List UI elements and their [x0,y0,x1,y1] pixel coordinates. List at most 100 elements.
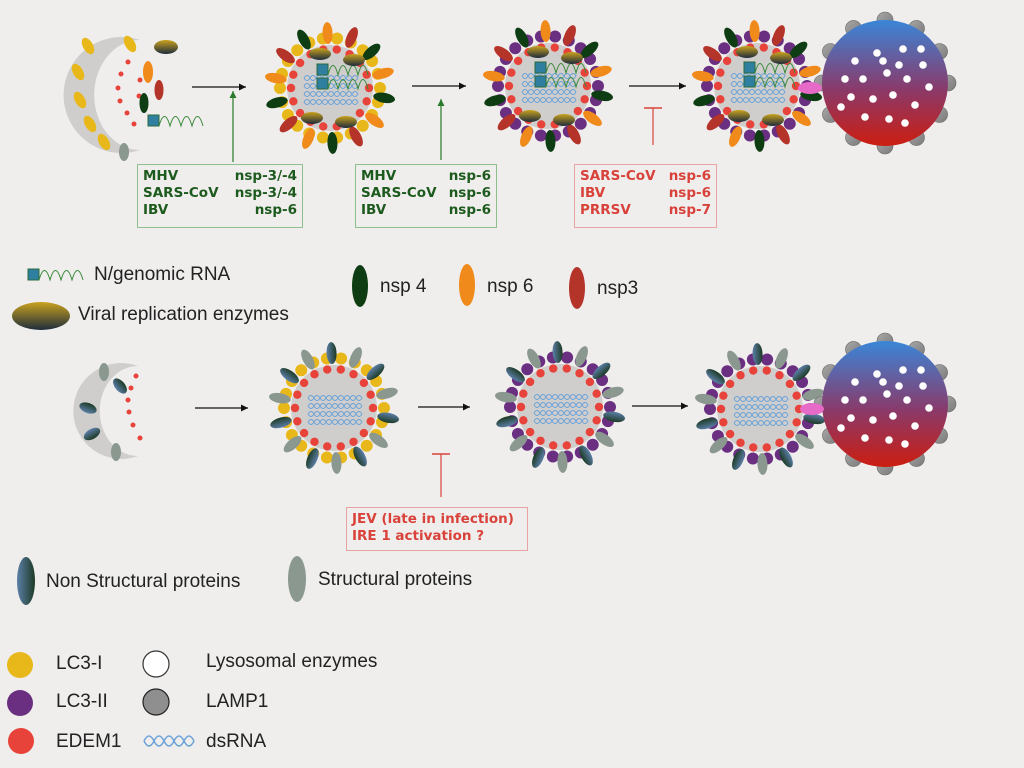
lc3-i-dot [97,133,111,151]
legend-nsp4-label: nsp 4 [380,276,427,297]
edem1-dot [775,371,784,380]
edem1-dot [366,417,375,426]
lysosomal-enzyme-icon [859,75,867,83]
membrane-protein [506,367,525,383]
lysosomal-enzyme-icon [847,93,855,101]
mechanism-label: IRE 1 activation ? [352,528,485,544]
edem1-dot [525,377,535,387]
lysosome-bottom [813,332,957,476]
dsrna-icon [730,89,786,95]
dsrna-icon [307,395,363,401]
membrane-protein [792,110,811,126]
replication-enzyme-icon [154,40,178,54]
process-arrow [418,403,470,411]
activation-arrow [229,91,237,162]
edem1-dot [719,391,728,400]
lc3-i-dot [278,402,290,414]
edem1-dot [290,403,300,413]
lysosomal-enzyme-icon [903,75,911,83]
dsrna-icon [303,83,359,89]
membrane-protein [789,41,808,58]
lysosomal-enzyme-icon [142,650,170,678]
lysosomal-enzyme-icon [873,49,881,57]
autophagosome-lc3ii [483,20,613,152]
membrane-protein [345,27,358,48]
edem1-dot [504,81,514,91]
edem1-dot [722,56,732,66]
membrane-protein [302,128,315,149]
edem1-dot [736,371,745,380]
legend-structural-label: Structural proteins [318,569,473,590]
replication-enzyme-icon [519,110,541,122]
membrane-protein [366,363,385,380]
genomic-rna-icon [534,75,587,89]
dsrna-icon [733,420,789,426]
edem1-dot [299,378,309,388]
lysosomal-enzyme-icon [917,366,925,374]
membrane-protein [729,126,742,147]
edem1-dot [592,416,601,425]
lc3-ii-dot [761,353,774,366]
virus-label: IBV [361,202,387,218]
membrane-protein [563,25,576,46]
edem1-dot [299,428,309,438]
lysosomal-enzyme-icon [925,404,933,412]
membrane-protein [483,70,505,82]
virus-label: IBV [143,202,169,218]
autophagosome-bottom-fusing [695,343,825,475]
membrane-protein [795,433,814,449]
membrane-protein [695,393,717,405]
edem1-dot [580,68,589,77]
membrane-protein [301,349,315,370]
membrane-protein [494,46,513,62]
membrane-protein [373,92,395,104]
edem1-dot [716,404,726,414]
edem1-dot [722,106,732,116]
activation-arrow [437,99,445,160]
lc3-i-dot [356,119,369,132]
membrane-protein [283,436,302,453]
membrane-protein [752,343,763,366]
lysosomal-enzyme-icon [841,396,849,404]
edem1-dot [362,97,371,106]
edem1-dot [137,435,143,441]
dsrna-icon [533,394,589,400]
membrane-protein [552,341,563,364]
process-arrow [412,82,466,90]
virus-label: SARS-CoV [580,168,656,184]
membrane-protein [692,70,714,82]
membrane-protein [757,452,768,475]
dsrna-icon [730,97,786,103]
edem1-dot [782,106,792,116]
edem1-dot [131,121,137,127]
edem1-dot [362,70,371,79]
process-arrow [632,402,688,410]
genomic-rna-icon [743,75,796,89]
dsrna-icon [521,81,577,87]
lysosomal-enzyme-icon [901,119,909,127]
dsrna-icon [303,91,359,97]
membrane-protein [377,412,399,424]
lysosomal-enzyme-icon [873,370,881,378]
dsrna-icon [733,412,789,418]
non-structural-protein-icon [83,427,101,441]
membrane-protein [515,27,529,48]
edem1-dot [516,402,526,412]
lysosomal-enzyme-icon [911,101,919,109]
membrane-protein [349,126,363,147]
lc3-i-dot [73,91,87,109]
edem1-dot [550,43,559,52]
edem1-dot [349,370,358,379]
lc3-ii-dot [492,80,504,92]
edem1-dot [580,95,589,104]
lysosomal-enzyme-icon [919,382,927,390]
edem1-dot [355,108,365,118]
edem1-dot [359,428,369,438]
lc3-i-icon [7,652,33,678]
edem1-dot [336,365,345,374]
nsp6-icon [143,61,153,83]
lc3-ii-dot [549,30,562,43]
lysosomal-enzyme-icon [883,390,891,398]
membrane-protein [365,112,384,128]
